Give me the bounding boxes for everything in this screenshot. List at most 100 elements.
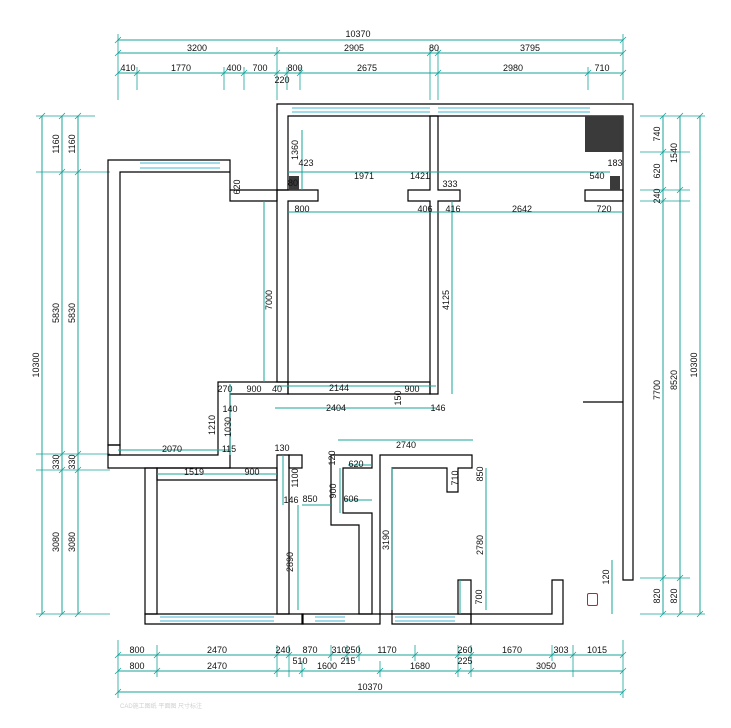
- svg-text:130: 130: [274, 443, 289, 453]
- svg-text:3795: 3795: [520, 43, 540, 53]
- svg-text:120: 120: [601, 569, 611, 584]
- svg-text:120: 120: [327, 450, 337, 465]
- svg-text:2980: 2980: [503, 63, 523, 73]
- svg-text:850: 850: [302, 494, 317, 504]
- structural-columns: [289, 116, 623, 190]
- svg-text:3200: 3200: [187, 43, 207, 53]
- svg-text:260: 260: [457, 645, 472, 655]
- svg-text:870: 870: [302, 645, 317, 655]
- svg-text:1170: 1170: [377, 645, 396, 655]
- svg-text:406: 406: [417, 204, 432, 214]
- svg-text:310: 310: [331, 645, 346, 655]
- svg-text:220: 220: [274, 75, 289, 85]
- svg-text:400: 400: [226, 63, 241, 73]
- bottom-dimension-lines: [114, 640, 627, 698]
- svg-text:7000: 7000: [264, 290, 274, 310]
- svg-text:2905: 2905: [344, 43, 364, 53]
- svg-text:2675: 2675: [357, 63, 377, 73]
- svg-text:1160: 1160: [51, 134, 61, 153]
- svg-text:620: 620: [348, 459, 363, 469]
- interior-dimension-labels: 423 1971 1421 1360 80 183 540 333 620 80…: [162, 140, 623, 605]
- svg-text:606: 606: [343, 494, 358, 504]
- svg-text:183: 183: [607, 158, 622, 168]
- column-block: [585, 116, 623, 152]
- svg-text:80: 80: [429, 43, 439, 53]
- svg-text:2740: 2740: [396, 440, 416, 450]
- svg-text:800: 800: [294, 204, 309, 214]
- left-total-label: 10300: [31, 352, 41, 377]
- svg-text:2404: 2404: [326, 403, 346, 413]
- column-small-right: [610, 176, 620, 190]
- svg-text:620: 620: [232, 179, 242, 194]
- svg-text:3190: 3190: [381, 530, 391, 550]
- exterior-walls: [107, 103, 634, 625]
- top-dimension-labels: 10370 3200 2905 80 3795 410 1770 400 700…: [120, 29, 609, 85]
- svg-text:2470: 2470: [207, 661, 227, 671]
- svg-text:1421: 1421: [410, 171, 430, 181]
- svg-text:1670: 1670: [502, 645, 522, 655]
- svg-text:150: 150: [393, 390, 403, 405]
- svg-text:330: 330: [51, 454, 61, 469]
- svg-text:700: 700: [474, 589, 484, 604]
- svg-text:146: 146: [283, 495, 298, 505]
- right-dimension-lines: [640, 112, 705, 618]
- svg-text:1015: 1015: [587, 645, 607, 655]
- top-total-label: 10370: [345, 29, 370, 39]
- svg-text:900: 900: [404, 384, 419, 394]
- svg-text:140: 140: [222, 404, 237, 414]
- svg-text:3080: 3080: [51, 532, 61, 552]
- svg-text:1519: 1519: [184, 467, 204, 477]
- svg-text:1770: 1770: [171, 63, 191, 73]
- svg-text:1360: 1360: [290, 140, 300, 160]
- svg-text:740: 740: [652, 126, 662, 141]
- svg-text:510: 510: [292, 656, 307, 666]
- svg-text:2890: 2890: [285, 552, 295, 572]
- top-dimension-lines: [114, 34, 627, 100]
- svg-text:820: 820: [652, 588, 662, 603]
- svg-text:710: 710: [450, 470, 460, 485]
- svg-text:40: 40: [272, 384, 282, 394]
- svg-text:1680: 1680: [410, 661, 430, 671]
- svg-text:225: 225: [457, 656, 472, 666]
- right-total-label: 10300: [689, 352, 699, 377]
- svg-text:146: 146: [430, 403, 445, 413]
- svg-text:850: 850: [475, 466, 485, 481]
- svg-text:540: 540: [589, 171, 604, 181]
- svg-text:2070: 2070: [162, 444, 182, 454]
- svg-text:1600: 1600: [317, 661, 337, 671]
- left-dimension-labels: 10300 1160 5830 330 3080 1160 5830 330 3…: [31, 134, 77, 552]
- svg-text:5830: 5830: [51, 303, 61, 323]
- entry-door-marker-icon: [587, 593, 598, 606]
- left-dimension-lines: [36, 112, 110, 618]
- svg-text:720: 720: [596, 204, 611, 214]
- svg-text:2144: 2144: [329, 383, 349, 393]
- svg-text:7700: 7700: [652, 380, 662, 400]
- svg-text:333: 333: [442, 179, 457, 189]
- svg-text:410: 410: [120, 63, 135, 73]
- right-dimension-labels: 740 620 240 7700 820 1540 8520 820 10300: [652, 126, 699, 603]
- svg-text:215: 215: [340, 656, 355, 666]
- svg-text:800: 800: [287, 63, 302, 73]
- svg-text:3080: 3080: [67, 532, 77, 552]
- windows: [140, 107, 590, 622]
- svg-text:240: 240: [275, 645, 290, 655]
- svg-text:820: 820: [669, 588, 679, 603]
- svg-text:700: 700: [252, 63, 267, 73]
- svg-text:1160: 1160: [67, 134, 77, 153]
- svg-text:80: 80: [288, 178, 298, 188]
- svg-text:250: 250: [345, 645, 360, 655]
- svg-text:1210: 1210: [207, 415, 217, 435]
- svg-text:620: 620: [652, 163, 662, 178]
- svg-text:2780: 2780: [475, 535, 485, 555]
- svg-text:5830: 5830: [67, 303, 77, 323]
- svg-text:330: 330: [67, 454, 77, 469]
- svg-text:3050: 3050: [536, 661, 556, 671]
- svg-text:115: 115: [222, 444, 236, 454]
- svg-text:2470: 2470: [207, 645, 227, 655]
- bottom-total-label: 10370: [357, 682, 382, 692]
- svg-text:900: 900: [244, 467, 259, 477]
- interior-dimension-lines: [118, 130, 623, 614]
- bottom-dimension-labels: 800 2470 240 870 310 250 1170 260 1670 3…: [129, 645, 607, 692]
- svg-text:416: 416: [445, 204, 460, 214]
